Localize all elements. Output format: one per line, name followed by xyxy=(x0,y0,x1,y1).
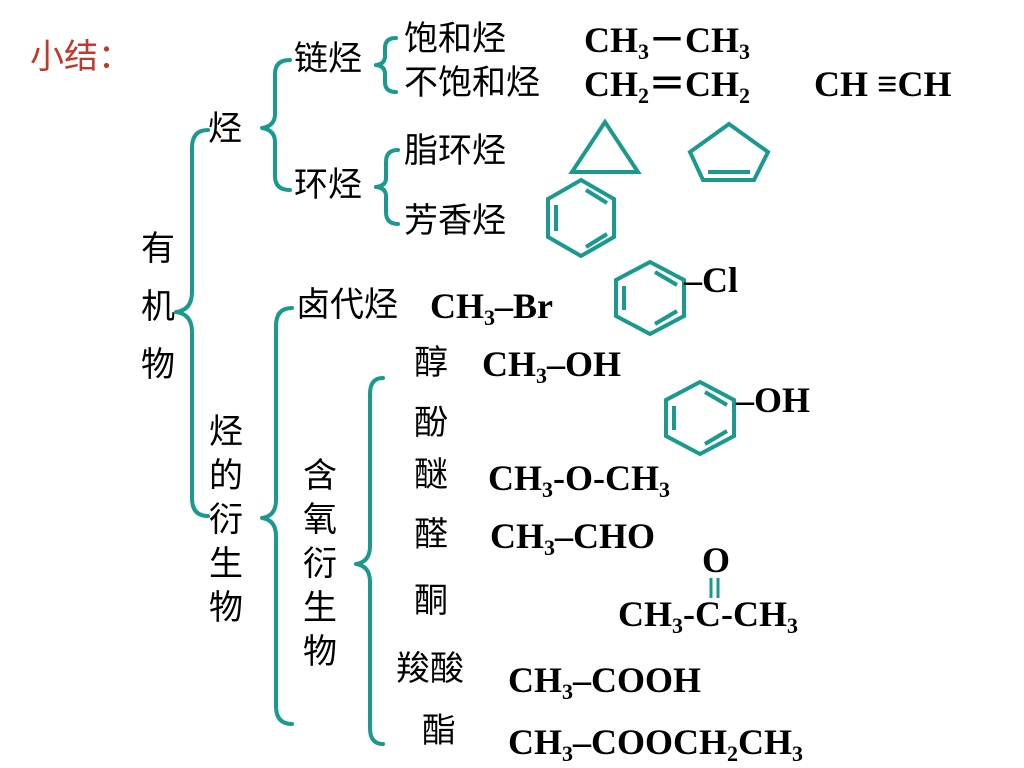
derivative-label: 烃的衍生物 xyxy=(209,412,243,628)
methanol-formula: CH3–OH xyxy=(482,344,622,388)
dimethyl-ether-formula: CH3-O-CH3 xyxy=(488,458,670,502)
hydrocarbon-brace xyxy=(260,58,292,192)
phenol-substituent: –OH xyxy=(736,380,811,420)
chlorobenzene-ring xyxy=(614,259,686,337)
ketone-oxygen: O xyxy=(702,540,731,580)
hydrocarbon-label: 烃 xyxy=(208,109,242,149)
chain-hydrocarbon-label: 链烃 xyxy=(294,39,362,79)
acetone-formula: CH3-C-CH3 xyxy=(618,594,798,638)
alicyclic-label: 脂环烃 xyxy=(404,131,506,171)
phenol-ring xyxy=(664,379,736,457)
ethylene-formula: CH2＝CH2 xyxy=(584,64,751,108)
derivative-brace xyxy=(260,306,294,726)
carboxylic-acid-label: 羧酸 xyxy=(396,649,464,689)
bromomethane-formula: CH3–Br xyxy=(430,286,553,330)
chain-brace xyxy=(374,36,398,94)
acetaldehyde-formula: CH3–CHO xyxy=(490,516,656,560)
acetic-acid-formula: CH3–COOH xyxy=(508,660,702,704)
halohydrocarbon-label: 卤代烃 xyxy=(296,285,398,325)
chlorobenzene-substituent: –Cl xyxy=(684,260,738,300)
root-brace xyxy=(174,128,210,518)
ketone-label: 酮 xyxy=(414,581,448,621)
unsaturated-label: 不饱和烃 xyxy=(404,63,540,103)
ester-label: 酯 xyxy=(422,711,456,751)
root-label: 有机物 xyxy=(141,229,175,385)
ketone-double-bond xyxy=(709,578,720,598)
aromatic-label: 芳香烃 xyxy=(404,201,506,241)
oxygen-derivative-label: 含氧衍生物 xyxy=(303,456,337,672)
saturated-label: 饱和烃 xyxy=(404,19,506,59)
summary-label: 小结： xyxy=(30,37,132,77)
aldehyde-label: 醛 xyxy=(414,515,448,555)
ethyl-acetate-formula: CH3–COOCH2CH3 xyxy=(508,722,804,766)
ether-label: 醚 xyxy=(414,455,448,495)
cyclopentene-structure xyxy=(687,121,771,182)
benzene-structure xyxy=(546,177,616,259)
oxygen-brace xyxy=(354,376,385,746)
phenol-label: 酚 xyxy=(414,403,448,443)
acetylene-formula: CH ≡CH xyxy=(814,64,952,104)
alcohol-label: 醇 xyxy=(414,343,448,383)
cyclopropane-structure xyxy=(568,118,642,174)
ethane-formula: CH3－CH3 xyxy=(584,20,751,64)
ring-brace xyxy=(374,148,400,226)
ring-hydrocarbon-label: 环烃 xyxy=(294,165,362,205)
